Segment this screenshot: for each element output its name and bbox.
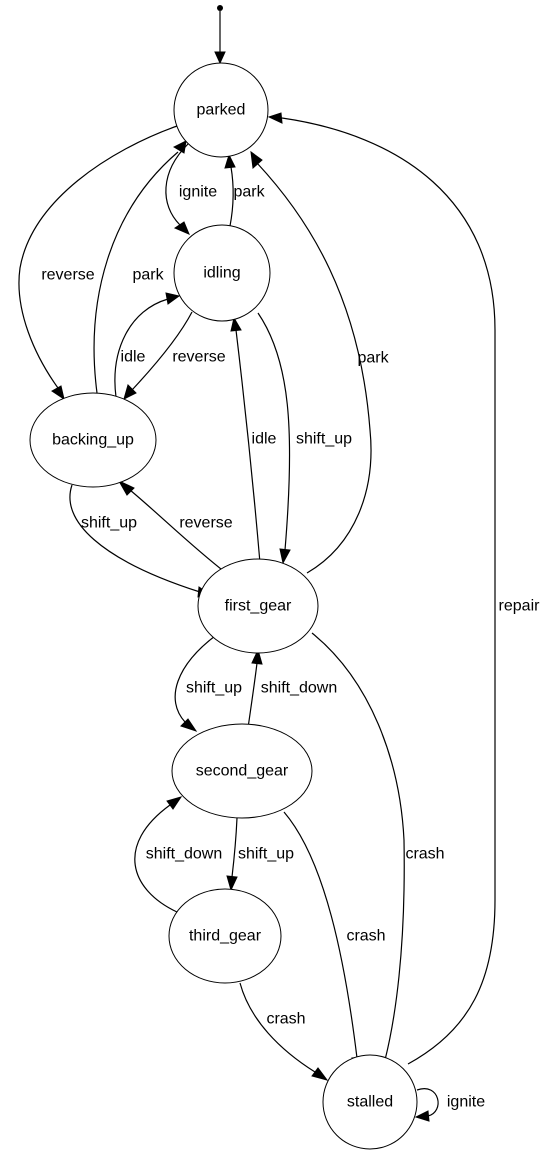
node-second_gear: second_gear bbox=[171, 723, 313, 819]
initial-state-dot bbox=[217, 5, 223, 11]
edge-third_gear-to-second_gear: shift_down bbox=[134, 796, 223, 913]
node-parked: parked bbox=[173, 62, 269, 158]
edge-label: shift_up bbox=[238, 846, 294, 863]
edge-idling-to-backing_up: reverse bbox=[123, 311, 226, 400]
edge-second_gear-to-stalled: crash bbox=[283, 811, 386, 1073]
node-label: third_gear bbox=[189, 928, 262, 945]
edge-label: reverse bbox=[172, 349, 225, 366]
edge-backing_up-to-first_gear: shift_up bbox=[69, 484, 214, 598]
edge-stalled-to-stalled: ignite bbox=[414, 1088, 485, 1122]
edge-label: park bbox=[357, 350, 389, 367]
node-first_gear: first_gear bbox=[197, 558, 319, 654]
edge-parked-to-backing_up: reverse bbox=[18, 125, 178, 401]
edge-backing_up-to-parked: park bbox=[93, 140, 187, 394]
edge-first_gear-to-parked: park bbox=[250, 150, 390, 574]
node-label: idling bbox=[203, 265, 240, 282]
node-label: backing_up bbox=[52, 432, 134, 449]
edge-label: repair bbox=[499, 598, 541, 615]
edge-second_gear-to-third_gear: shift_up bbox=[226, 817, 294, 892]
edge-label: ignite bbox=[179, 184, 217, 201]
edge-first_gear-to-stalled: crash bbox=[311, 632, 445, 1075]
edge-label: shift_down bbox=[261, 680, 338, 697]
edge-label: park bbox=[132, 267, 164, 284]
edge-label: crash bbox=[405, 846, 444, 863]
edge-idling-to-first_gear: shift_up bbox=[257, 312, 352, 565]
edge-parked-to-idling: ignite bbox=[165, 143, 217, 235]
edge-backing_up-to-idling: idle bbox=[114, 292, 181, 398]
node-label: stalled bbox=[347, 1094, 393, 1111]
node-label: parked bbox=[197, 102, 246, 119]
edge-first_gear-to-idling: idle bbox=[230, 316, 277, 564]
edge-second_gear-to-first_gear: shift_down bbox=[247, 648, 338, 729]
edge-initial-arrowhead bbox=[214, 51, 226, 65]
node-backing_up: backing_up bbox=[29, 392, 157, 488]
edge-first_gear-to-backing_up: reverse bbox=[117, 479, 233, 574]
node-label: second_gear bbox=[196, 763, 289, 780]
edge-label: idle bbox=[121, 349, 146, 366]
edge-label: ignite bbox=[447, 1094, 485, 1111]
edge-label: crash bbox=[346, 928, 385, 945]
node-third_gear: third_gear bbox=[168, 888, 282, 984]
edge-label: shift_up bbox=[186, 680, 242, 697]
edge-label: reverse bbox=[41, 267, 94, 284]
edge-label: crash bbox=[266, 1011, 305, 1028]
edge-label: reverse bbox=[179, 515, 232, 532]
node-stalled: stalled bbox=[322, 1054, 418, 1150]
node-idling: idling bbox=[173, 224, 271, 322]
edge-label: shift_up bbox=[81, 515, 137, 532]
edge-label: idle bbox=[252, 431, 277, 448]
edge-label: shift_down bbox=[146, 846, 223, 863]
node-label: first_gear bbox=[225, 598, 292, 615]
edge-first_gear-to-second_gear: shift_up bbox=[174, 632, 242, 732]
edge-stalled-to-parked: repair bbox=[267, 112, 541, 1065]
edge-label: park bbox=[233, 184, 265, 201]
edge-idling-to-parked: park bbox=[224, 153, 266, 227]
edge-third_gear-to-stalled: crash bbox=[239, 982, 329, 1081]
edge-label: shift_up bbox=[296, 431, 352, 448]
